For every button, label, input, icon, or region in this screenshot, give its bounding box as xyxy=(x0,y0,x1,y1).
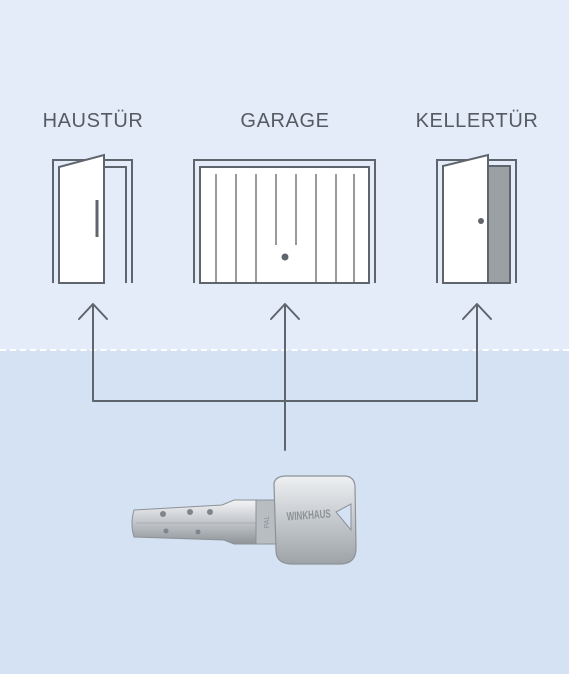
front-door-icon xyxy=(52,153,133,284)
cellar-door-icon xyxy=(436,153,517,284)
label-haustuer: HAUSTÜR xyxy=(42,110,144,132)
arrow-up-icon-garage xyxy=(270,303,300,320)
key-profile-mark: PAL xyxy=(264,516,271,529)
garage-door-icon xyxy=(193,159,376,284)
arrow-up-icon-haustuer xyxy=(78,303,108,320)
key-brand-mark: WINKHAUS xyxy=(286,506,331,523)
label-garage: GARAGE xyxy=(240,110,330,132)
label-kellertuer: KELLERTÜR xyxy=(415,110,539,132)
connector-lines xyxy=(92,304,478,451)
key-icon: PAL WINKHAUS xyxy=(131,475,357,565)
arrow-up-icon-kellertuer xyxy=(462,303,492,320)
